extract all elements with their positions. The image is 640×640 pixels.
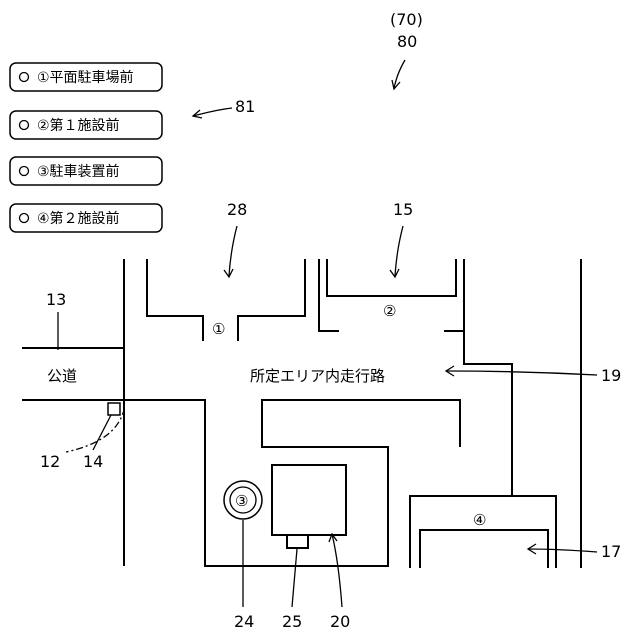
- leader-19: [446, 371, 597, 375]
- route-label: 所定エリア内走行路: [250, 367, 385, 385]
- destination-button-label: ③駐車装置前: [37, 163, 120, 180]
- gate-sensor-box: [108, 403, 120, 415]
- map-area: [22, 259, 581, 568]
- parking-lot-right-wall: [238, 259, 305, 341]
- ref-13: 13: [46, 290, 66, 309]
- ref-24: 24: [234, 612, 254, 631]
- destination-button-label: ①平面駐車場前: [37, 69, 134, 86]
- leader-15-arrowhead: [390, 269, 399, 277]
- public-road-label: 公道: [47, 367, 77, 385]
- ref-17: 17: [601, 542, 621, 561]
- leader-15: [395, 226, 403, 276]
- parking-device-box: [272, 465, 346, 535]
- leader-17: [528, 549, 597, 552]
- parking-device-entrance: [287, 535, 308, 548]
- leader-25: [292, 549, 297, 607]
- destination-button-label: ②第１施設前: [37, 117, 120, 134]
- parking-lot-left-wall: [147, 259, 203, 341]
- figure-label-81: 81: [235, 97, 255, 116]
- marker-1: ①: [212, 320, 225, 338]
- destination-button-label: ④第２施設前: [37, 210, 120, 227]
- leader-28: [229, 226, 237, 276]
- destination-button-3[interactable]: ③駐車装置前: [10, 157, 162, 185]
- facility-2-right-wall: [512, 496, 556, 568]
- figure-label-80: 80: [397, 32, 417, 51]
- route-lower-left-wall: [124, 400, 205, 447]
- ref-25: 25: [282, 612, 302, 631]
- route-right-wall: [410, 331, 512, 568]
- radio-icon: [20, 167, 29, 176]
- ref-14: 14: [83, 452, 103, 471]
- ref-19: 19: [601, 366, 621, 385]
- boundary-dash-line: [66, 333, 124, 452]
- destination-button-2[interactable]: ②第１施設前: [10, 111, 162, 139]
- facility-1-building: [327, 259, 456, 296]
- figure-label-70: (70): [390, 10, 423, 29]
- ref-12: 12: [40, 452, 60, 471]
- radio-icon: [20, 73, 29, 82]
- marker-2: ②: [383, 302, 396, 320]
- destination-button-4[interactable]: ④第２施設前: [10, 204, 162, 232]
- marker-4: ④: [473, 511, 486, 529]
- ref-20: 20: [330, 612, 350, 631]
- ref-28: 28: [227, 200, 247, 219]
- radio-icon: [20, 214, 29, 223]
- leader-14: [93, 415, 111, 450]
- leader-80: [394, 60, 405, 88]
- route-center-island: [262, 400, 460, 447]
- radio-icon: [20, 121, 29, 130]
- destination-button-1[interactable]: ①平面駐車場前: [10, 63, 162, 91]
- leader-28-arrowhead: [224, 269, 233, 277]
- marker-3: ③: [235, 492, 248, 510]
- ref-15: 15: [393, 200, 413, 219]
- leader-81: [193, 108, 232, 116]
- leader-20: [332, 534, 342, 607]
